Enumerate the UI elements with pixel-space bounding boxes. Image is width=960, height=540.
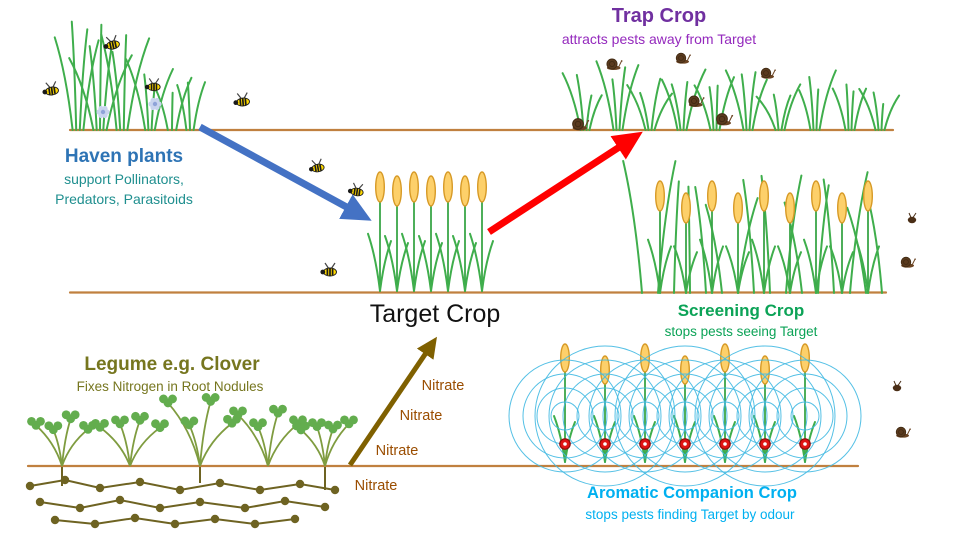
bee-icon	[42, 81, 59, 96]
haven-to-target-arrow	[198, 123, 372, 221]
flow-arrows	[198, 123, 643, 467]
snail-icon	[760, 67, 776, 79]
haven-plants-title: Haven plants	[65, 146, 183, 167]
bee-icon	[233, 92, 250, 107]
nitrate-label-4: Nitrate	[355, 478, 398, 494]
pest-fly-icon	[907, 212, 917, 224]
target-crop-title: Target Crop	[370, 300, 501, 328]
aromatic-subtitle: stops pests finding Target by odour	[585, 507, 795, 522]
screening-subtitle: stops pests seeing Target	[665, 324, 818, 339]
snail-icon	[572, 118, 590, 131]
pest-fly-icon	[892, 380, 902, 392]
bee-icon	[308, 158, 325, 173]
screening-crop-illustration	[622, 159, 917, 294]
trap-crop-illustration	[561, 52, 901, 131]
trap-crop-subtitle: attracts pests away from Target	[562, 31, 756, 47]
flower-icon	[148, 97, 162, 111]
nitrate-label-3: Nitrate	[376, 443, 419, 459]
bee-icon	[320, 262, 337, 277]
aromatic-crop-title: Aromatic Companion Crop	[587, 484, 797, 502]
diagram-labels: Trap Crop attracts pests away from Targe…	[55, 5, 818, 522]
haven-subtitle-line1: support Pollinators,	[64, 171, 184, 187]
bee-icon	[144, 78, 161, 92]
haven-subtitle-line2: Predators, Parasitoids	[55, 191, 193, 207]
bee-icon	[347, 182, 364, 197]
snail-icon	[688, 95, 705, 108]
nitrate-label-1: Nitrate	[422, 378, 465, 394]
snail-icon	[606, 58, 623, 71]
trap-crop-title: Trap Crop	[612, 5, 706, 27]
snail-icon	[900, 256, 916, 268]
snail-icon	[716, 113, 734, 126]
legume-clover-illustration	[25, 393, 358, 529]
bee-icon	[103, 34, 120, 50]
aromatic-crop-illustration	[508, 343, 911, 487]
nitrate-arrow	[347, 336, 437, 467]
target-crop-illustration	[308, 158, 494, 292]
screening-crop-title: Screening Crop	[678, 301, 805, 320]
haven-plants-illustration	[42, 20, 250, 131]
nitrate-label-2: Nitrate	[400, 408, 443, 424]
legume-title: Legume e.g. Clover	[84, 354, 260, 375]
flower-icon	[96, 105, 110, 119]
snail-icon	[895, 426, 911, 438]
target-to-trap-arrow	[487, 131, 643, 235]
legume-subtitle: Fixes Nitrogen in Root Nodules	[77, 379, 264, 394]
snail-icon	[675, 52, 691, 64]
